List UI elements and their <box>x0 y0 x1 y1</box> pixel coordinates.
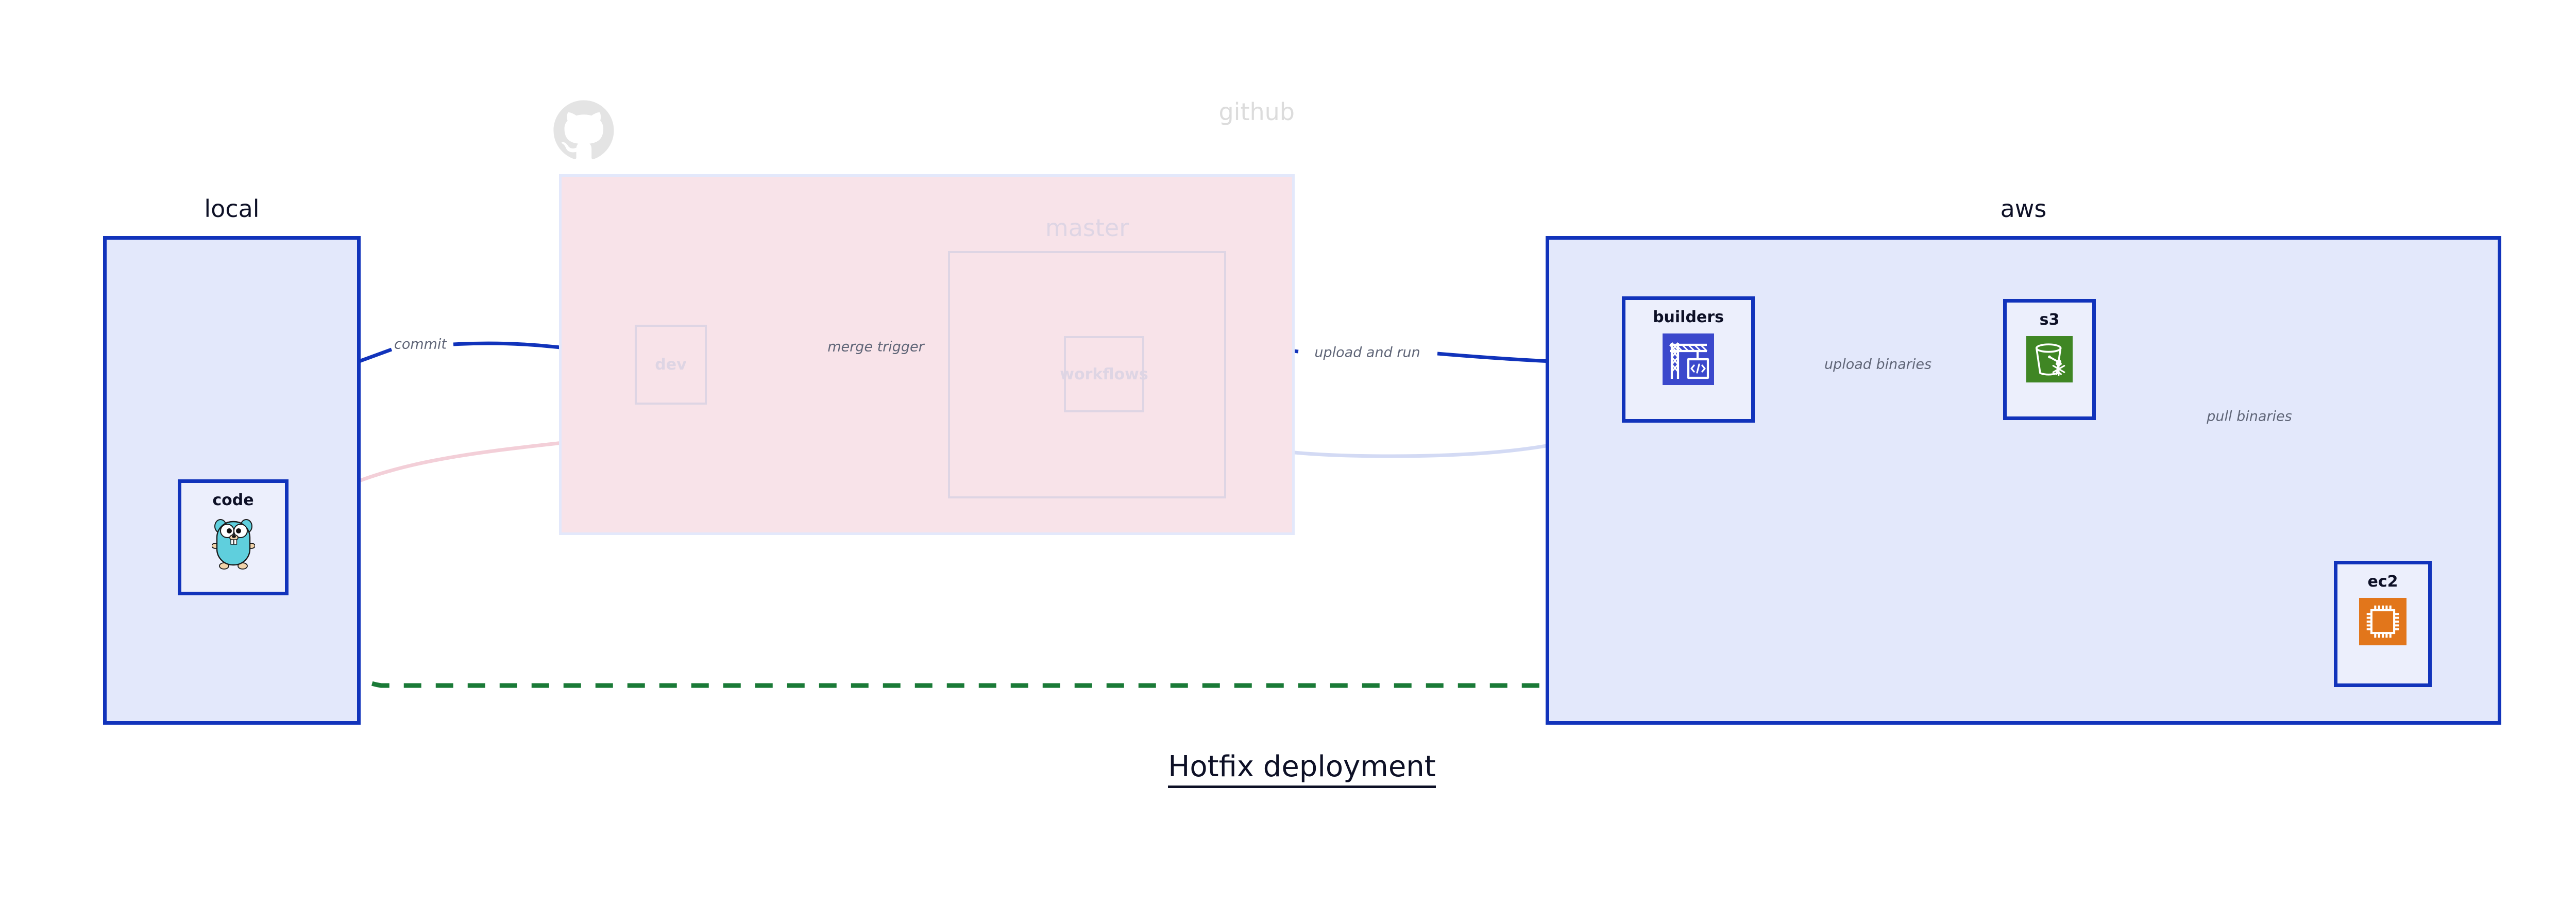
node-s3[interactable]: s3 <box>2003 299 2096 420</box>
diagram-title-text: Hotfix deployment <box>1168 750 1436 788</box>
github-octocat-icon <box>552 99 615 162</box>
aws-ec2-chip-icon <box>2359 598 2406 647</box>
node-builders-label: builders <box>1653 308 1724 326</box>
node-workflows[interactable]: workflows <box>1060 336 1148 412</box>
go-gopher-icon <box>211 516 256 572</box>
group-title-github: github <box>1218 98 1295 126</box>
node-ec2[interactable]: ec2 <box>2334 561 2432 687</box>
node-code-label: code <box>212 491 254 509</box>
node-code[interactable]: code <box>178 479 289 595</box>
edge-label-upload-and-run: upload and run <box>1312 344 1422 361</box>
group-github <box>559 174 1295 535</box>
aws-codebuild-icon <box>1663 333 1714 387</box>
node-workflows-label: workflows <box>1060 365 1148 383</box>
edge-label-commit: commit <box>392 336 449 353</box>
aws-s3-bucket-icon <box>2026 336 2073 385</box>
group-master <box>948 251 1226 498</box>
edge-label-pull-binaries: pull binaries <box>2205 408 2294 425</box>
diagram-title: Hotfix deployment <box>0 750 2576 788</box>
node-s3-label: s3 <box>2039 311 2060 329</box>
group-title-aws: aws <box>2000 195 2047 223</box>
edge-label-upload-binaries: upload binaries <box>1822 356 1934 373</box>
node-builders[interactable]: builders <box>1622 296 1755 423</box>
node-dev[interactable]: dev <box>635 325 707 405</box>
node-dev-label: dev <box>655 356 687 374</box>
edge-label-merge-trigger: merge trigger <box>825 339 926 355</box>
group-title-master: master <box>1045 214 1129 242</box>
group-title-local: local <box>204 195 260 223</box>
node-ec2-label: ec2 <box>2367 573 2398 591</box>
